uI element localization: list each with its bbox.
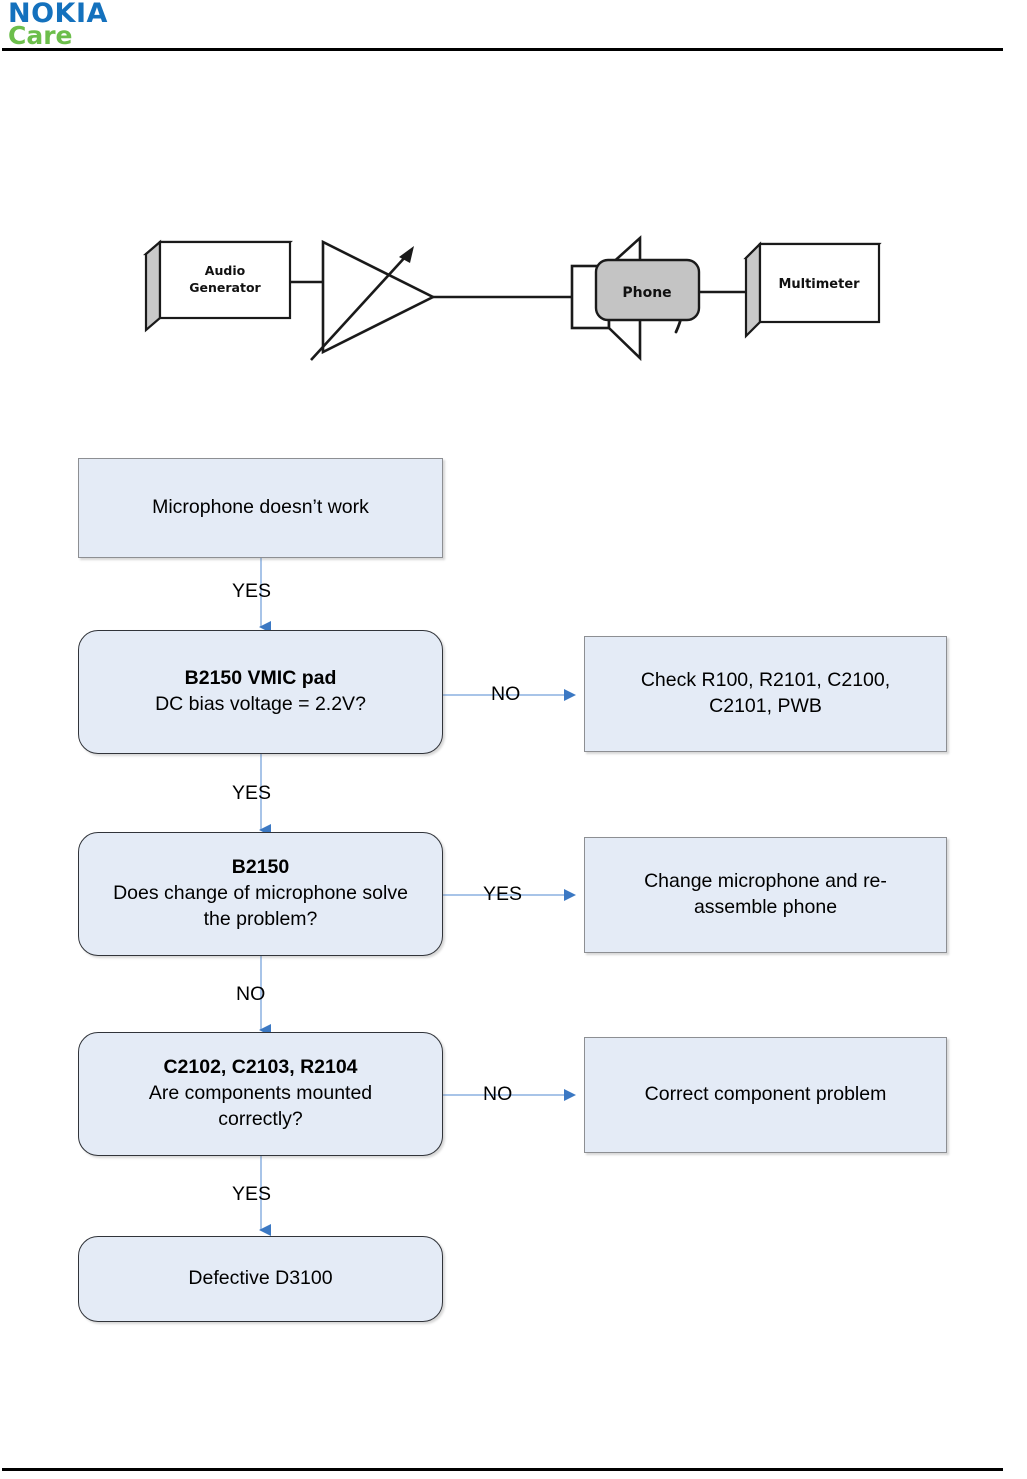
brand-name-care: Care	[8, 20, 73, 50]
flow-node-start[interactable]: Microphone doesn’t work	[78, 458, 443, 558]
flow-node-decision-vmic-line-1: B2150 VMIC pad	[184, 667, 337, 690]
phone-box: Phone	[594, 258, 701, 322]
nokia-care-logo: NOKIA Care	[8, 0, 108, 50]
flow-node-decision-mounting-line-1: C2102, C2103, R2104	[163, 1056, 358, 1079]
flow-node-result-change-mic-line-2: assemble phone	[693, 896, 838, 918]
flow-node-result-change-mic[interactable]: Change microphone and re- assemble phone	[584, 837, 947, 953]
flow-node-result-check-components-line-2: C2101, PWB	[709, 695, 822, 717]
troubleshooting-flowchart: Microphone doesn’t work B2150 VMIC pad D…	[0, 440, 1027, 1340]
brand-name-nokia: NOKIA	[8, 0, 108, 29]
flow-node-result-correct-component[interactable]: Correct component problem	[584, 1037, 947, 1153]
edge-label-changemic-yes: YES	[483, 883, 523, 905]
flow-node-end-defective-line-1: Defective D3100	[188, 1267, 333, 1290]
flowchart-connectors	[259, 558, 576, 1236]
flow-node-result-correct-component-line-1: Correct component problem	[644, 1083, 887, 1106]
flow-node-decision-vmic[interactable]: B2150 VMIC pad DC bias voltage = 2.2V?	[78, 630, 443, 754]
audio-generator-label-line2: Generator	[189, 280, 261, 295]
phone-label: Phone	[622, 285, 671, 301]
footer-divider	[2, 1468, 1003, 1471]
flow-node-decision-mounting-line-2: Are components mounted	[148, 1082, 373, 1105]
multimeter-label: Multimeter	[778, 277, 860, 292]
edge-label-vmic-no: NO	[491, 683, 521, 705]
flow-node-decision-mounting[interactable]: C2102, C2103, R2104 Are components mount…	[78, 1032, 443, 1156]
audio-generator-label-line1: Audio	[205, 263, 246, 278]
flow-node-decision-mounting-line-3: correctly?	[218, 1107, 303, 1130]
flow-node-start-line-1: Microphone doesn’t work	[152, 496, 369, 519]
edge-label-start-yes: YES	[232, 580, 272, 602]
edge-label-vmic-yes: YES	[232, 782, 272, 804]
test-setup-illustration: Audio Generator Phone	[130, 230, 900, 370]
flow-node-result-check-components-line-1: Check R100, R2101, C2100,	[640, 669, 891, 692]
edge-label-mounting-no: NO	[483, 1083, 513, 1105]
variable-gain-arrow-head	[399, 246, 414, 263]
edge-label-changemic-no: NO	[236, 983, 266, 1005]
edge-label-mounting-yes: YES	[232, 1183, 272, 1205]
flow-node-decision-change-mic-line-2: Does change of microphone solve	[113, 882, 408, 905]
flow-node-decision-change-mic-line-3: the problem?	[203, 907, 318, 930]
audio-generator-box: Audio Generator	[143, 239, 293, 333]
flow-node-result-check-components[interactable]: Check R100, R2101, C2100, C2101, PWB	[584, 636, 947, 752]
page-header: NOKIA Care	[0, 0, 1027, 52]
variable-gain-arrow-shaft	[310, 254, 408, 361]
header-divider	[2, 48, 1003, 51]
amplifier-symbol	[310, 239, 436, 361]
flow-node-decision-vmic-line-2: DC bias voltage = 2.2V?	[155, 693, 366, 715]
flow-node-end-defective[interactable]: Defective D3100	[78, 1236, 443, 1322]
flow-node-result-change-mic-line-1: Change microphone and re-	[644, 870, 887, 893]
multimeter-box: Multimeter	[743, 241, 882, 339]
flow-node-decision-change-mic[interactable]: B2150 Does change of microphone solve th…	[78, 832, 443, 956]
flow-node-decision-change-mic-line-1: B2150	[231, 856, 290, 879]
